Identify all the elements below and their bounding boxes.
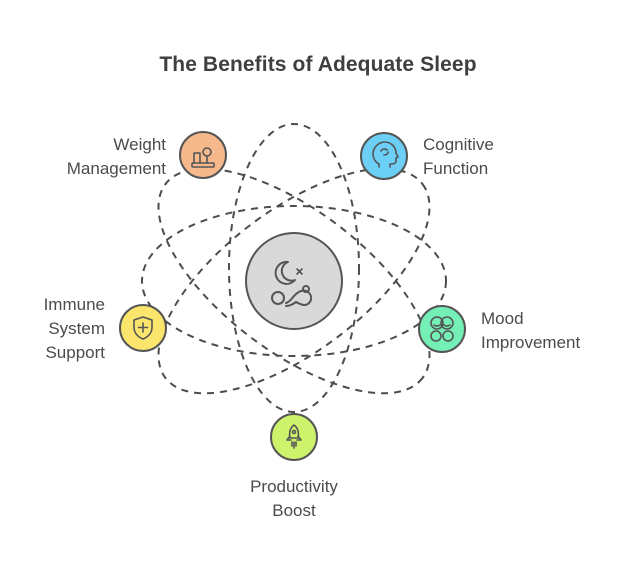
- label-line: Immune: [43, 295, 105, 314]
- node-weight-management: [179, 131, 227, 179]
- label-line: Weight: [113, 135, 166, 154]
- scale-icon: [191, 147, 215, 168]
- brain-head-icon: [372, 141, 399, 168]
- label-line: Mood: [481, 309, 524, 328]
- sleeping-person-moon-icon: [271, 260, 313, 307]
- happy-faces-icon: [430, 316, 454, 342]
- orbit-diagonal-b: [157, 167, 431, 395]
- label-line: Productivity: [250, 477, 338, 496]
- label-line: Boost: [272, 501, 316, 520]
- node-mood-improvement: [418, 305, 466, 353]
- node-cognitive-function: [360, 132, 408, 180]
- center-node: [245, 232, 343, 330]
- shield-cross-icon: [133, 316, 153, 340]
- label-immune-system-support: Immune System Support: [44, 293, 105, 365]
- label-line: Improvement: [481, 333, 581, 352]
- label-line: Support: [45, 343, 105, 362]
- rocket-icon: [286, 424, 302, 449]
- label-productivity-boost: Productivity Boost: [214, 475, 374, 523]
- orbit-diagonal-a: [157, 167, 431, 395]
- label-weight-management: Weight Management: [67, 133, 166, 181]
- page-title: The Benefits of Adequate Sleep: [159, 53, 477, 76]
- label-mood-improvement: Mood Improvement: [481, 307, 580, 355]
- label-cognitive-function: Cognitive Function: [423, 133, 494, 181]
- label-line: Cognitive: [423, 135, 494, 154]
- node-productivity-boost: [270, 413, 318, 461]
- orbit-horizontal: [141, 205, 447, 357]
- label-line: Function: [423, 159, 489, 178]
- label-line: System: [48, 319, 105, 338]
- orbit-vertical: [228, 123, 360, 413]
- label-line: Management: [66, 159, 166, 178]
- node-immune-system-support: [119, 304, 167, 352]
